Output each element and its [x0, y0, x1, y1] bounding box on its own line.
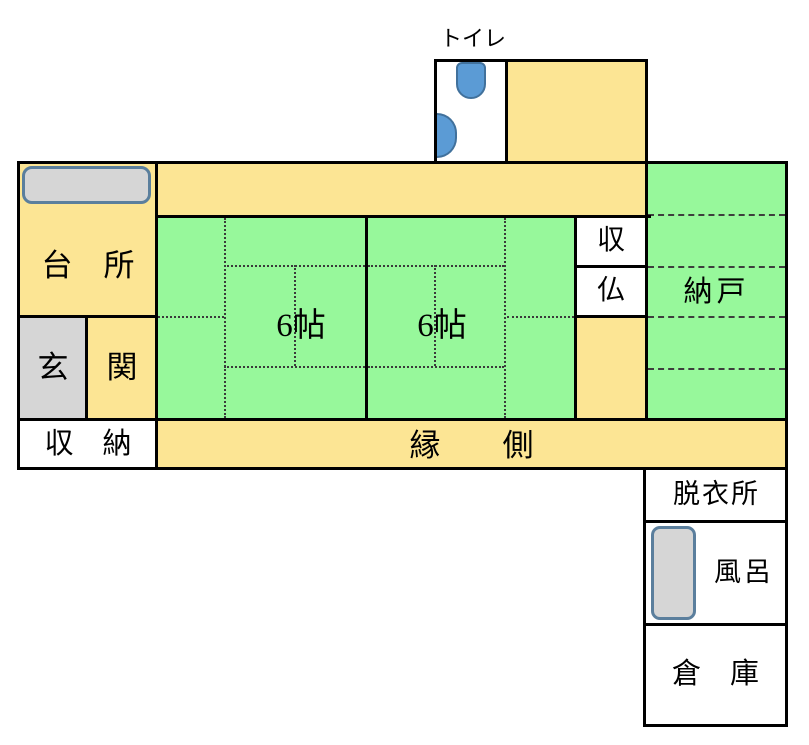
corridor [158, 164, 645, 215]
wall [155, 215, 651, 218]
shuno-label: 収 納 [44, 428, 132, 460]
tatami-mat-line [434, 265, 436, 366]
datsuisho-room [646, 470, 785, 520]
wall [85, 315, 88, 421]
toilet-icon [456, 62, 486, 99]
bathtub-icon [651, 526, 696, 620]
butsuma [577, 268, 645, 315]
nando-shelf-line [648, 316, 785, 318]
tatami-room-2 [368, 218, 574, 418]
soko-room [646, 626, 785, 724]
wall [505, 59, 508, 164]
wall [365, 215, 368, 421]
wall [155, 418, 788, 421]
nando-room [648, 164, 785, 418]
genkan-floor [20, 318, 85, 418]
engawa [158, 421, 785, 467]
tatami-mat-line [504, 218, 506, 418]
kitchen-label: 台 所 [41, 248, 135, 283]
toilet-side-room [508, 62, 645, 161]
wall [785, 161, 788, 727]
nando-label: 納戸 [683, 276, 750, 308]
closet-lower-floor [577, 318, 645, 418]
kitchen-counter-icon [22, 166, 151, 204]
wall [643, 467, 646, 727]
tatami-mat-line [507, 316, 574, 318]
tatami-mat-line [158, 316, 224, 318]
butsu-label: 仏 [596, 275, 625, 306]
nando-shelf-line [648, 368, 785, 370]
furo-label: 風呂 [714, 557, 774, 587]
closet-shu [577, 218, 645, 265]
genkan-label-2: 関 [106, 350, 138, 385]
wall [574, 315, 648, 318]
tatami-room-1 [158, 218, 365, 418]
wall [574, 265, 648, 268]
tatami-mat-line [224, 218, 226, 418]
wall [574, 215, 577, 421]
wall [17, 161, 788, 164]
wall [643, 623, 788, 626]
shuno-room [20, 421, 155, 467]
tatami-mat-line [224, 366, 365, 368]
toilet-label: トイレ [439, 26, 506, 51]
nando-shelf-line [648, 214, 785, 216]
nando-shelf-line [648, 266, 785, 268]
wall [155, 161, 158, 470]
soko-label: 倉 庫 [671, 658, 759, 690]
tatami-mat-line [368, 366, 504, 368]
wall [645, 59, 648, 421]
wall [434, 59, 437, 164]
tatami-mat-line [294, 265, 296, 366]
wall [643, 724, 788, 727]
wall [17, 161, 20, 470]
genkan-hall [88, 318, 155, 418]
genkan-label-1: 玄 [37, 350, 69, 385]
engawa-label: 縁 側 [409, 428, 534, 463]
wall [17, 467, 788, 470]
shu-label: 収 [596, 225, 625, 256]
wall [643, 520, 788, 523]
wall [434, 59, 648, 62]
tatami-mat-line [368, 265, 504, 267]
tatami1-label: 6帖 [276, 308, 326, 344]
tatami2-label: 6帖 [417, 308, 467, 344]
datsuisho-label: 脱衣所 [673, 479, 760, 509]
